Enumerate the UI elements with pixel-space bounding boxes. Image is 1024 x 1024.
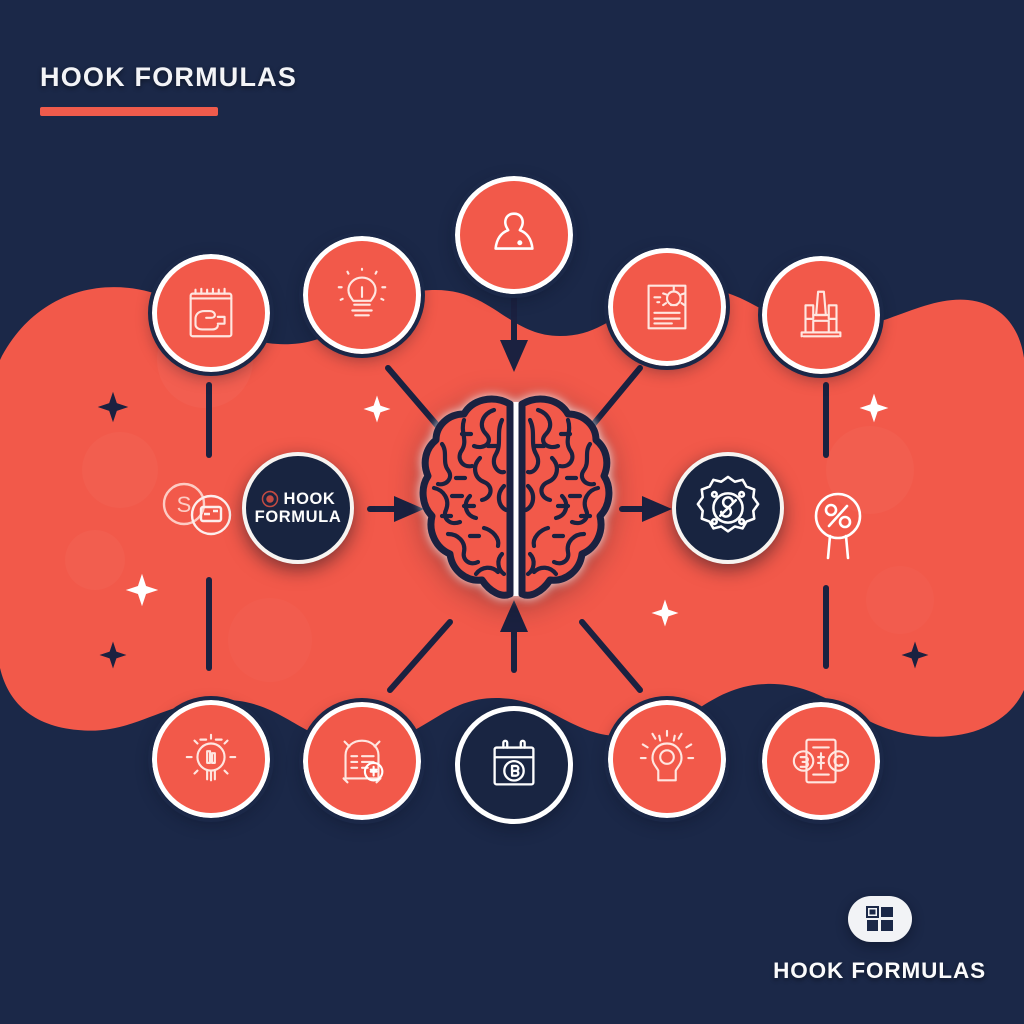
hook-formula-badge[interactable]: HOOK FORMULA xyxy=(242,452,354,564)
hub-label-line2: FORMULA xyxy=(254,508,342,526)
node-clipboard-hand[interactable] xyxy=(148,250,274,376)
clipboard-hand-icon xyxy=(189,287,233,338)
bulb-hand-icon xyxy=(185,733,237,782)
node-alarm-list[interactable] xyxy=(299,698,425,824)
node-document-idea[interactable] xyxy=(604,244,730,370)
node-person[interactable] xyxy=(451,172,577,298)
document-idea-icon xyxy=(647,284,687,330)
lightbulb-rays-icon xyxy=(337,267,387,317)
page-title-block: HOOK FORMULAS xyxy=(40,62,297,116)
grid-squares-logo xyxy=(847,896,912,942)
brain-icon xyxy=(419,395,613,599)
brand-name: HOOK FORMULAS xyxy=(773,958,986,983)
hub-label-line1: HOOK xyxy=(283,489,336,508)
compare-numbers-icon xyxy=(792,738,850,784)
node-compare-list[interactable] xyxy=(758,698,884,824)
page-title: HOOK FORMULAS xyxy=(40,62,298,92)
grid-squares-icon xyxy=(865,906,893,931)
node-bulb-hand[interactable] xyxy=(148,696,274,822)
output-badge[interactable] xyxy=(672,452,784,564)
calendar-icon xyxy=(493,739,535,786)
brand-footer: HOOK FORMULAS xyxy=(773,896,986,984)
node-idea-burst[interactable] xyxy=(604,696,730,822)
idea-burst-icon xyxy=(639,729,695,782)
node-calendar[interactable] xyxy=(455,706,573,824)
target-circle-icon xyxy=(261,490,278,508)
badge-gear-icon xyxy=(696,475,760,533)
node-lightbulb-rays[interactable] xyxy=(299,232,425,358)
person-icon xyxy=(494,212,534,250)
alarm-checklist-icon xyxy=(342,739,384,784)
node-podium[interactable] xyxy=(758,252,884,378)
podium-icon xyxy=(800,290,842,338)
title-underline xyxy=(40,107,218,116)
